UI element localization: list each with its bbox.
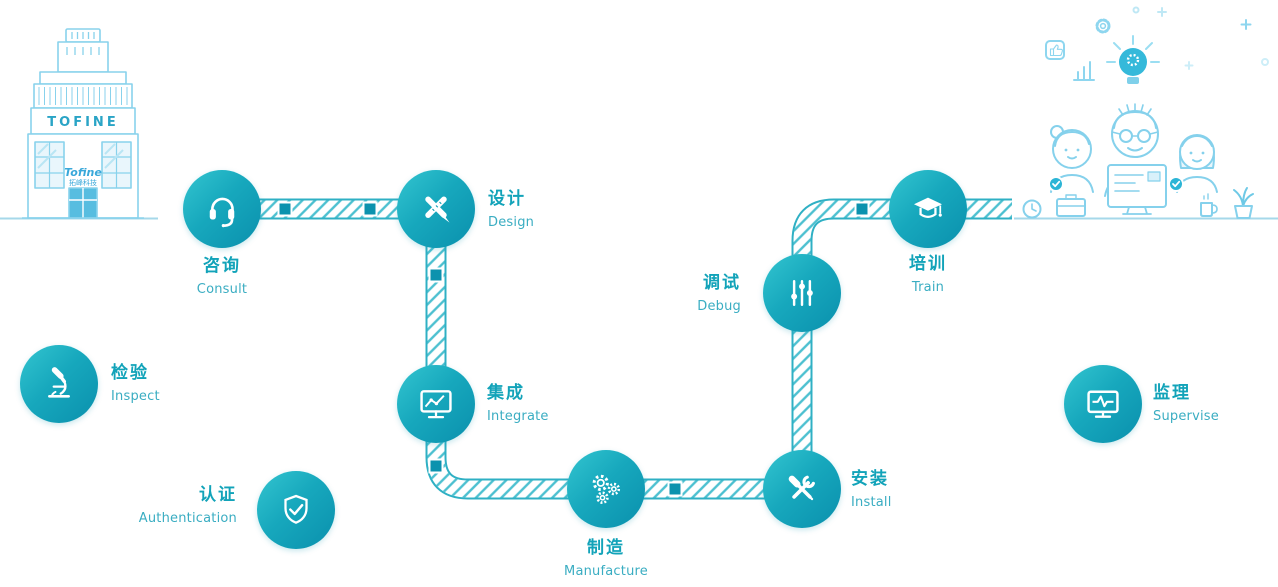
step-label-inspect: 检验 Inspect: [111, 361, 160, 408]
step-en: Install: [851, 495, 892, 510]
entrance-door: [68, 187, 98, 219]
desk-items: [1022, 187, 1254, 219]
step-en: Manufacture: [564, 564, 648, 579]
step-node-consult: [183, 170, 261, 248]
step-en: Train: [911, 280, 945, 295]
step-label-supervise: 监理 Supervise: [1153, 381, 1219, 428]
conveyor-path: [224, 198, 1012, 500]
team-illustration: [1022, 6, 1269, 219]
path-marker: [428, 458, 444, 474]
plant-icon: [1233, 187, 1254, 219]
step-label-design: 设计 Design: [488, 187, 534, 234]
shield-check-icon: [284, 494, 308, 524]
step-node-debug: [763, 254, 841, 332]
step-label-consult: 咨询 Consult: [197, 254, 247, 301]
path-marker: [428, 267, 444, 283]
step-cn: 监理: [1153, 383, 1191, 403]
idea-sparkles: [1045, 6, 1269, 81]
bar-chart-icon: [1073, 61, 1095, 81]
step-cn: 调试: [703, 273, 741, 293]
building-sign: TOFINE: [47, 115, 118, 130]
step-cn: 培训: [909, 254, 947, 274]
path-marker: [854, 201, 870, 217]
step-cn: 设计: [488, 189, 526, 209]
step-en: Debug: [697, 299, 741, 314]
step-en: Inspect: [111, 389, 160, 404]
step-cn: 集成: [487, 383, 525, 403]
step-node-supervise: [1064, 365, 1142, 443]
path-marker: [277, 201, 293, 217]
step-cn: 制造: [586, 538, 625, 558]
step-label-authentication: 认证 Authentication: [139, 483, 237, 530]
step-label-train: 培训 Train: [909, 252, 947, 299]
path-markers: [277, 201, 870, 497]
office-building-illustration: TOFINE Tofine 拓峰科技: [22, 28, 144, 219]
person-left: [1048, 125, 1094, 193]
step-node-manufacture: [567, 450, 645, 528]
pencil-ruler-icon: [425, 196, 450, 223]
step-label-manufacture: 制造 Manufacture: [564, 536, 648, 583]
step-node-design: [397, 170, 475, 248]
headset-icon: [209, 197, 235, 228]
graduation-cap-icon: [914, 197, 942, 219]
sliders-icon: [791, 279, 813, 307]
step-node-train: [889, 170, 967, 248]
step-cn: 检验: [111, 363, 149, 383]
gears-icon: [592, 474, 621, 504]
step-label-debug: 调试 Debug: [697, 271, 741, 318]
monitor-chart-icon: [420, 390, 452, 419]
window-right: [101, 141, 132, 189]
tools-icon: [788, 475, 815, 501]
idea-lightbulb-icon: [1106, 35, 1160, 84]
company-logo-sub: 拓峰科技: [69, 178, 97, 187]
step-node-install: [763, 450, 841, 528]
monitor: [1107, 164, 1167, 215]
coffee-cup-icon: [1200, 193, 1218, 217]
step-en: Authentication: [138, 511, 237, 526]
clock-icon: [1022, 199, 1042, 219]
step-en: Design: [488, 215, 535, 230]
step-en: Consult: [196, 282, 248, 297]
gear-icon: [1095, 18, 1111, 34]
briefcase-icon: [1056, 194, 1086, 217]
person-right: [1168, 134, 1218, 193]
step-en: Integrate: [487, 409, 549, 424]
window-left: [34, 141, 65, 189]
path-marker: [667, 481, 683, 497]
step-label-integrate: 集成 Integrate: [487, 381, 549, 428]
path-marker: [362, 201, 378, 217]
monitor-pulse-icon: [1087, 390, 1119, 418]
step-cn: 安装: [851, 469, 889, 489]
step-node-integrate: [397, 365, 475, 443]
microscope-icon: [48, 367, 70, 398]
step-en: Supervise: [1153, 409, 1219, 424]
building-structure: [22, 28, 144, 219]
company-logo: Tofine: [64, 166, 102, 179]
step-label-install: 安装 Install: [851, 467, 892, 514]
step-cn: 咨询: [203, 256, 241, 276]
thumbs-up-icon: [1045, 40, 1065, 60]
step-node-inspect: [20, 345, 98, 423]
step-node-authentication: [257, 471, 335, 549]
step-cn: 认证: [199, 485, 237, 505]
